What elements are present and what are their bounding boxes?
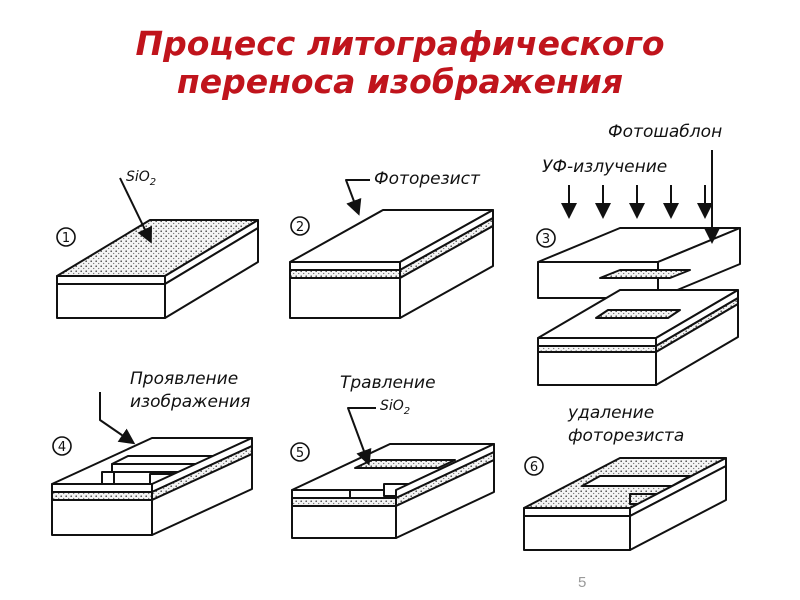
step-5-label-line-1: Травление bbox=[340, 373, 436, 393]
step-2-number: 2 bbox=[296, 220, 304, 235]
title-line-2: переноса изображения bbox=[176, 62, 624, 101]
step-3-wafer bbox=[537, 289, 739, 386]
step-1-label: SiO2 bbox=[126, 169, 156, 188]
step-6-wafer bbox=[523, 457, 727, 551]
step-1-number: 1 bbox=[62, 231, 70, 246]
step-4-number: 4 bbox=[58, 440, 66, 455]
step-6-label-line-1: удаление bbox=[567, 403, 654, 423]
step-numbers: 1 2 3 4 5 6 bbox=[52, 216, 556, 476]
step-3-number: 3 bbox=[542, 232, 550, 247]
title-line-1: Процесс литографического bbox=[135, 24, 665, 63]
step-2-wafer bbox=[289, 179, 494, 319]
step-labels: SiO2 Фоторезист УФ-излучение Фотошаблон … bbox=[126, 122, 722, 446]
step-5-number: 5 bbox=[296, 446, 304, 461]
step-4-label-line-2: изображения bbox=[130, 392, 250, 412]
step-3-label-uv: УФ-излучение bbox=[542, 157, 667, 177]
step-4-label-line-1: Проявление bbox=[130, 369, 238, 389]
step-4-wafer bbox=[51, 392, 253, 536]
step-6-label-line-2: фоторезиста bbox=[568, 426, 684, 446]
step-5-label-line-2: SiO2 bbox=[380, 398, 410, 417]
step-3-uv-arrows bbox=[561, 185, 713, 219]
step-5-wafer bbox=[291, 407, 495, 539]
page-number: 5 bbox=[578, 574, 587, 591]
step-3-label-photomask: Фотошаблон bbox=[608, 122, 722, 142]
step-2-label: Фоторезист bbox=[374, 169, 481, 189]
step-1-wafer bbox=[56, 177, 259, 319]
step-6-number: 6 bbox=[530, 460, 538, 475]
